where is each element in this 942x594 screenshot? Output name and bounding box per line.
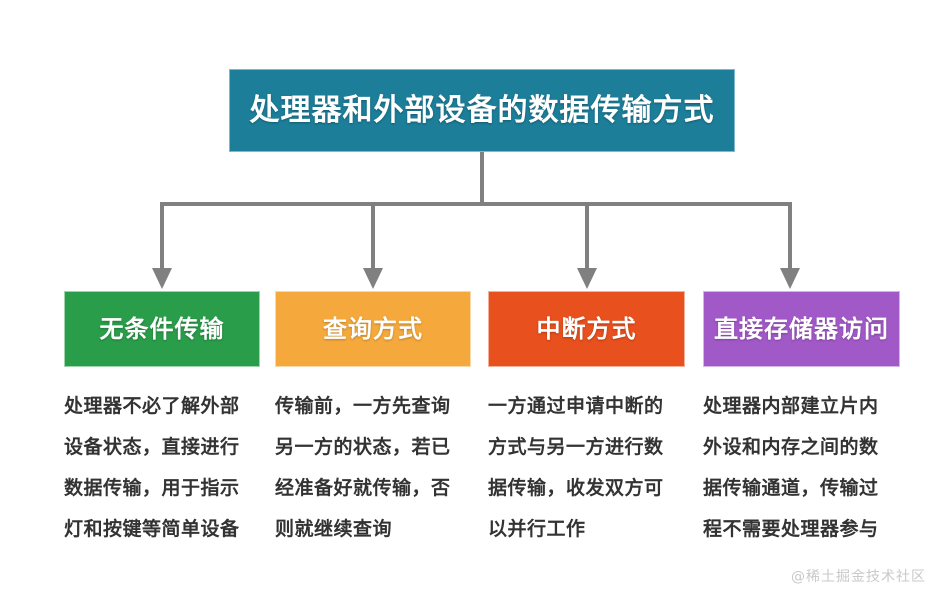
diagram-title-box: 处理器和外部设备的数据传输方式 [229, 69, 735, 152]
description-block-1: 处理器不必了解外部 设备状态，直接进行 数据传输，用于指示 灯和按键等简单设备 [64, 386, 260, 550]
description-line: 灯和按键等简单设备 [64, 518, 240, 540]
description-line: 外设和内存之间的数 [703, 436, 879, 458]
description-block-4: 处理器内部建立片内 外设和内存之间的数 据传输通道，传输过 程不需要处理器参与 [703, 386, 899, 550]
description-block-2: 传输前，一方先查询 另一方的状态，若已 经准备好就传输，否 则就继续查询 [275, 386, 471, 550]
category-label-3: 中断方式 [536, 315, 637, 343]
description-line: 处理器不必了解外部 [64, 395, 240, 417]
category-label-2: 查询方式 [323, 315, 423, 343]
category-box-3[interactable]: 中断方式 [488, 291, 685, 367]
category-box-4[interactable]: 直接存储器访问 [703, 291, 900, 367]
watermark-text: @稀土掘金技术社区 [791, 569, 926, 585]
arrowhead-4 [780, 268, 800, 289]
description-line: 则就继续查询 [275, 518, 393, 540]
category-box-1[interactable]: 无条件传输 [64, 291, 260, 367]
arrowhead-2 [363, 268, 383, 289]
description-line: 据传输通道，传输过 [703, 477, 879, 499]
description-line: 据传输，收发双方可 [488, 477, 664, 499]
arrowhead-1 [152, 268, 172, 289]
category-label-1: 无条件传输 [99, 315, 225, 343]
description-line: 数据传输，用于指示 [64, 477, 240, 499]
category-label-4: 直接存储器访问 [714, 315, 889, 343]
description-line: 设备状态，直接进行 [64, 436, 240, 458]
description-line: 以并行工作 [488, 518, 586, 540]
description-line: 程不需要处理器参与 [703, 518, 879, 540]
description-line: 处理器内部建立片内 [703, 395, 879, 417]
description-block-3: 一方通过申请中断的 方式与另一方进行数 据传输，收发双方可 以并行工作 [488, 386, 684, 550]
description-line: 一方通过申请中断的 [488, 395, 664, 417]
connector-arrowheads [152, 268, 800, 289]
diagram-title-text: 处理器和外部设备的数据传输方式 [249, 92, 715, 128]
description-line: 另一方的状态，若已 [275, 436, 451, 458]
category-box-2[interactable]: 查询方式 [275, 291, 471, 367]
description-line: 传输前，一方先查询 [275, 395, 451, 417]
arrowhead-3 [577, 268, 597, 289]
description-line: 方式与另一方进行数 [488, 436, 664, 458]
description-line: 经准备好就传输，否 [275, 477, 451, 499]
